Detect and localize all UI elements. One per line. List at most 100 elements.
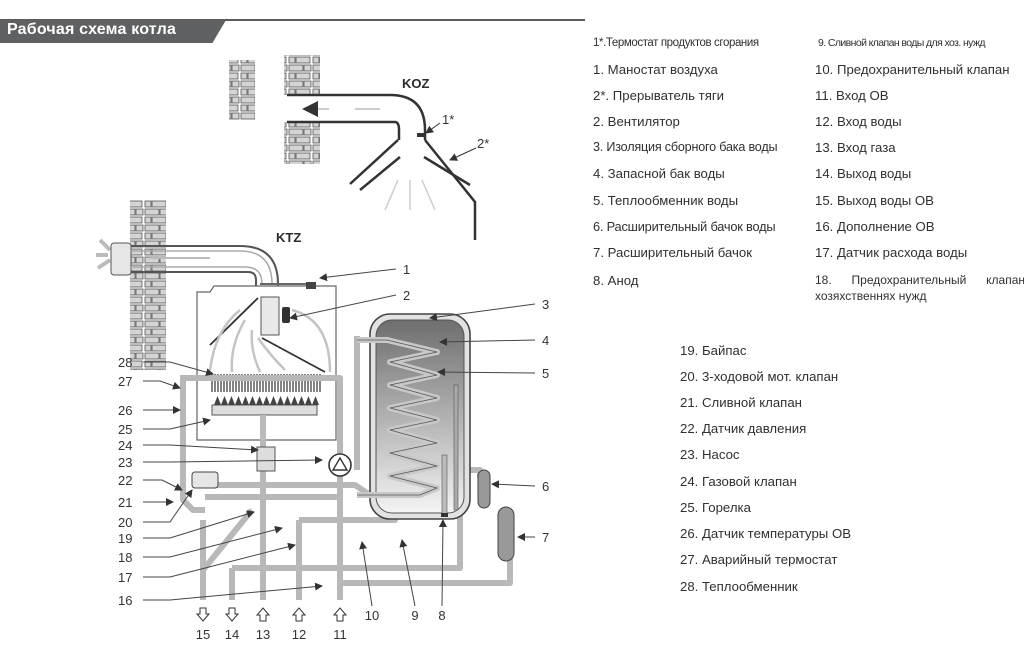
header-tab bbox=[0, 20, 226, 43]
legend-item: 14. Выход воды bbox=[815, 166, 912, 181]
header-rule bbox=[0, 19, 585, 21]
legend-item: 27. Аварийный термостат bbox=[680, 552, 838, 567]
callout-number: 21 bbox=[118, 495, 132, 510]
legend-item: 9. Сливной клапан воды для хоз. нужд bbox=[818, 37, 986, 49]
koz-chimney: KOZ 1* 2* bbox=[229, 55, 489, 240]
callout-number: 10 bbox=[365, 608, 379, 623]
flame-icon bbox=[312, 396, 319, 405]
callout-number: 5 bbox=[542, 366, 549, 381]
callout-line bbox=[143, 380, 181, 390]
callout-line bbox=[143, 361, 214, 376]
legend-item: 22. Датчик давления bbox=[680, 421, 807, 436]
legend-item: 12. Вход воды bbox=[815, 114, 902, 129]
flame-icon bbox=[235, 396, 242, 405]
callout-line bbox=[319, 268, 397, 282]
flame-icon bbox=[305, 396, 312, 405]
callout-number: 4 bbox=[542, 333, 549, 348]
arrow-down-icon bbox=[195, 607, 211, 622]
callout-line bbox=[143, 456, 323, 465]
legend-item: 8. Анод bbox=[593, 273, 639, 288]
legend-item: 18. Предохранительный клапан хозяхственн… bbox=[815, 273, 1024, 303]
callout-number: 2 bbox=[403, 288, 410, 303]
callout-line bbox=[143, 417, 211, 430]
callout-line bbox=[429, 303, 536, 322]
arrow-up-icon bbox=[291, 607, 307, 622]
legend-item: 6. Расширительный бачок воды bbox=[593, 219, 776, 234]
callout-number: 26 bbox=[118, 403, 132, 418]
expansion-vessel bbox=[497, 506, 515, 562]
ktz-flue: KTZ bbox=[96, 200, 301, 370]
legend-item: 26. Датчик температуры ОВ bbox=[680, 526, 851, 541]
callout-line bbox=[491, 480, 536, 489]
callout-line bbox=[143, 510, 255, 539]
callout-1-star: 1* bbox=[442, 112, 454, 127]
callout-number: 17 bbox=[118, 570, 132, 585]
connection-arrows bbox=[195, 607, 348, 622]
legend-item: 2. Вентилятор bbox=[593, 114, 680, 129]
flame-icon bbox=[242, 396, 249, 405]
flame-icon bbox=[263, 396, 270, 405]
callout-number: 14 bbox=[225, 627, 239, 642]
legend-item: 5. Теплообменник воды bbox=[593, 193, 739, 208]
legend-item: 13. Вход газа bbox=[815, 140, 896, 155]
legend-item: 11. Вход ОВ bbox=[815, 88, 889, 103]
page-title: Рабочая схема котла bbox=[7, 21, 177, 38]
legend-item: 2*. Прерыватель тяги bbox=[593, 88, 725, 103]
callout-number: 11 bbox=[333, 627, 347, 642]
callout-number: 24 bbox=[118, 438, 132, 453]
koz-label: KOZ bbox=[402, 76, 430, 91]
callout-line bbox=[359, 541, 373, 607]
callout-number: 22 bbox=[118, 473, 132, 488]
callout-line bbox=[143, 444, 259, 454]
callout-line bbox=[439, 337, 536, 346]
callout-line bbox=[143, 525, 283, 558]
callout-number: 7 bbox=[542, 530, 549, 545]
callout-line bbox=[289, 294, 397, 321]
water-tank bbox=[357, 313, 471, 520]
callout-number: 23 bbox=[118, 455, 132, 470]
brick-wall bbox=[284, 122, 320, 164]
brick-wall bbox=[229, 60, 255, 120]
flame-icon bbox=[214, 396, 221, 405]
legend-item: 24. Газовой клапан bbox=[680, 474, 797, 489]
arrow-up-icon bbox=[255, 607, 271, 622]
callout-number: 15 bbox=[196, 627, 210, 642]
callout-2-star: 2* bbox=[477, 136, 489, 151]
legend-item: 28. Теплообменник bbox=[680, 579, 798, 594]
boiler-casing bbox=[196, 282, 337, 441]
flame-icon bbox=[249, 396, 256, 405]
callout-number: 28 bbox=[118, 355, 132, 370]
legend-item: 19. Байпас bbox=[680, 343, 747, 358]
legend-item: 21. Сливной клапан bbox=[680, 395, 802, 410]
flame-icon bbox=[298, 396, 305, 405]
callout-number: 8 bbox=[438, 608, 445, 623]
arrow-up-icon bbox=[332, 607, 348, 622]
callout-line bbox=[399, 539, 416, 607]
legend-item: 3. Изоляция сборного бака воды bbox=[593, 140, 778, 154]
callout-number: 12 bbox=[292, 627, 306, 642]
flame-icon bbox=[291, 396, 298, 405]
flame-icon bbox=[284, 396, 291, 405]
ktz-label: KTZ bbox=[276, 230, 301, 245]
flame-icon bbox=[270, 396, 277, 405]
callout-line bbox=[143, 542, 296, 578]
legend-item: 4. Запасной бак воды bbox=[593, 166, 725, 181]
callout-line bbox=[438, 519, 447, 607]
legend-item: 1. Маностат воздуха bbox=[593, 62, 718, 77]
callout-number: 3 bbox=[542, 297, 549, 312]
callout-number: 16 bbox=[118, 593, 132, 608]
legend-item: 16. Дополнение ОВ bbox=[815, 219, 935, 234]
flame-icon bbox=[256, 396, 263, 405]
legend-item: 23. Насос bbox=[680, 447, 740, 462]
callout-number: 20 bbox=[118, 515, 132, 530]
callout-line bbox=[437, 368, 536, 377]
arrow-down-icon bbox=[224, 607, 240, 622]
brick-wall bbox=[284, 55, 320, 95]
callout-number: 25 bbox=[118, 422, 132, 437]
legend-item: 7. Расширительный бачок bbox=[593, 245, 753, 260]
flame-icon bbox=[277, 396, 284, 405]
legend-item: 15. Выход воды ОВ bbox=[815, 193, 934, 208]
expansion-vessel-water bbox=[477, 469, 491, 509]
callout-number: 13 bbox=[256, 627, 270, 642]
